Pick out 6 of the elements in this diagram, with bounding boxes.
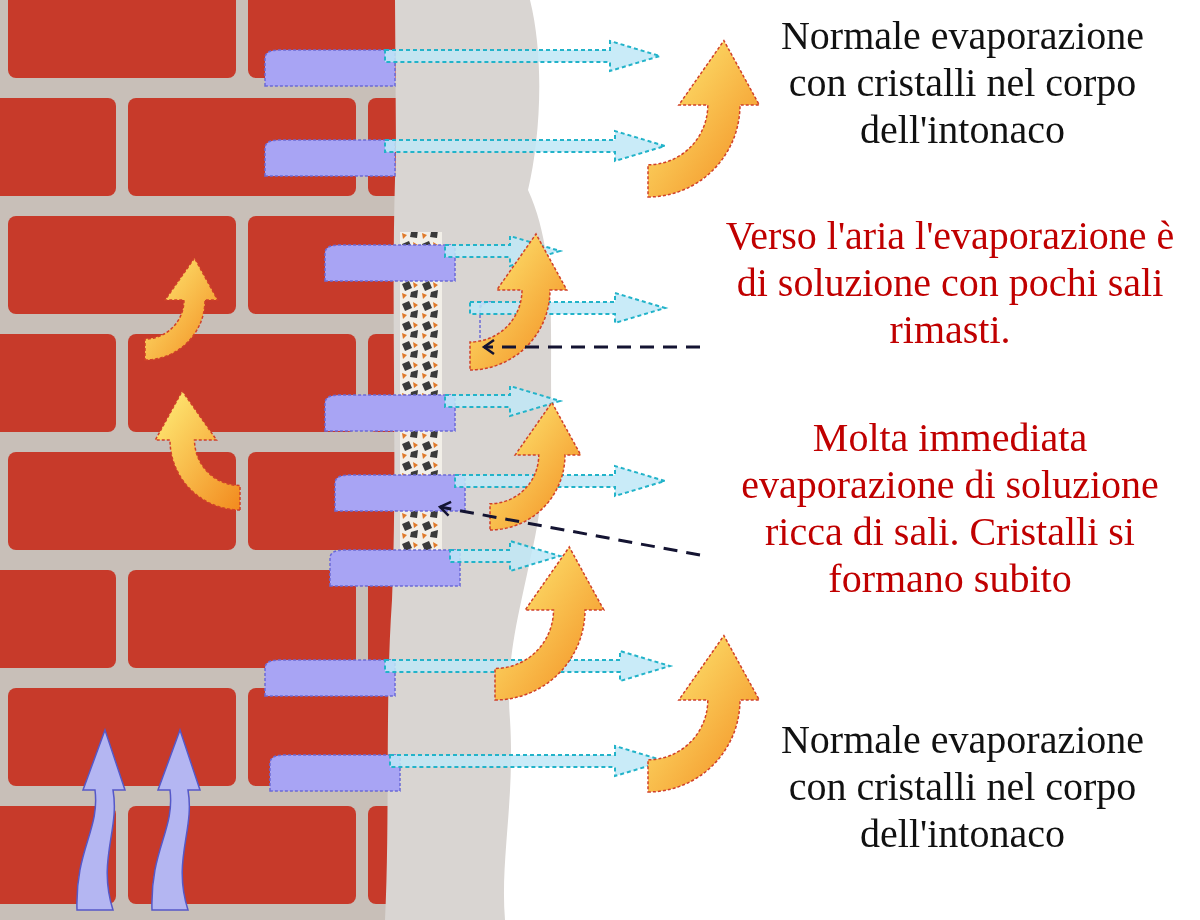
dashed-arrow <box>438 500 701 557</box>
annotation-text: Molta immediata evaporazione di soluzione ricca di sali. Cristalli si formano subito <box>740 414 1160 602</box>
dashed-arrow <box>482 338 700 356</box>
annotation-text: Normale evaporazione con cristalli nel corpo dell'intonaco <box>779 716 1146 857</box>
annotation-text: Verso l'aria l'evaporazione è di soluzione con pochi sali rimasti. <box>724 212 1176 353</box>
annotation-text: Normale evaporazione con cristalli nel corpo dell'intonaco <box>779 12 1146 153</box>
